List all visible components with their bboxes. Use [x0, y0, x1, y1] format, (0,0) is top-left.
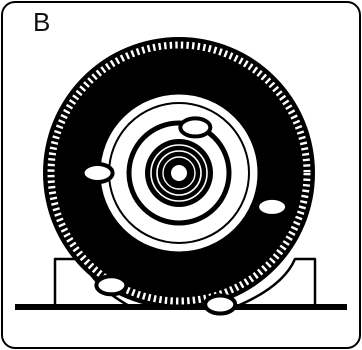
lug-hole [205, 295, 235, 313]
lug-hole [83, 164, 113, 182]
wheel-chocks-illustration [3, 3, 359, 347]
lug-hole [180, 118, 210, 136]
lug-hole [96, 276, 126, 294]
hub-center-hole [171, 165, 187, 181]
lug-hole [257, 198, 287, 216]
